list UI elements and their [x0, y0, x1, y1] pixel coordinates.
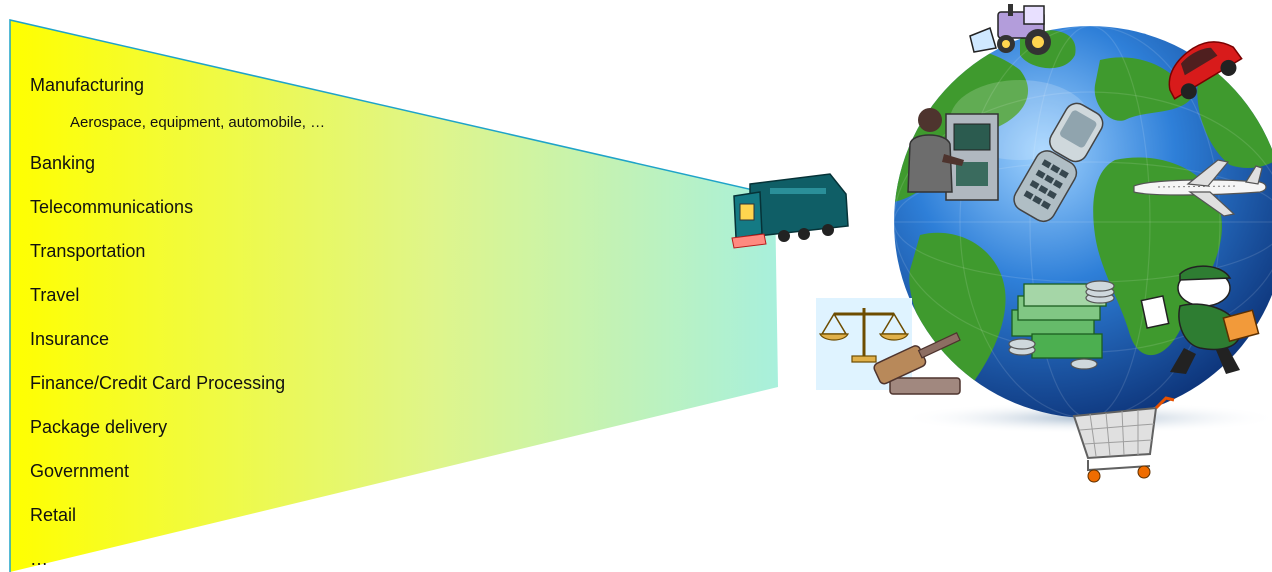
atm-user-icon — [907, 108, 999, 201]
list-item: Package delivery — [30, 417, 168, 437]
car-icon — [1168, 41, 1243, 100]
list-item: Insurance — [30, 329, 110, 349]
tractor-icon — [969, 4, 1051, 55]
globe-illustration — [731, 4, 1272, 483]
list-item: Manufacturing — [30, 75, 145, 95]
cell-phone-icon — [1013, 102, 1104, 223]
list-item: … — [30, 549, 48, 569]
gavel-icon — [873, 332, 961, 395]
list-item: Retail — [30, 505, 77, 525]
list-item: Transportation — [30, 241, 146, 261]
list-item-detail: Aerospace, equipment, automobile, … — [70, 114, 326, 131]
list-item: Telecommunications — [30, 197, 194, 217]
shopping-cart-icon — [1072, 396, 1175, 483]
list-item: Finance/Credit Card Processing — [30, 373, 286, 393]
delivery-person-icon — [1140, 265, 1260, 374]
train-icon — [731, 173, 849, 249]
airplane-icon — [1133, 159, 1267, 217]
list-item: Travel — [30, 285, 80, 305]
list-item: Government — [30, 461, 130, 481]
list-item: Banking — [30, 153, 96, 173]
industry-funnel — [9, 19, 778, 572]
money-icon — [1008, 280, 1115, 370]
